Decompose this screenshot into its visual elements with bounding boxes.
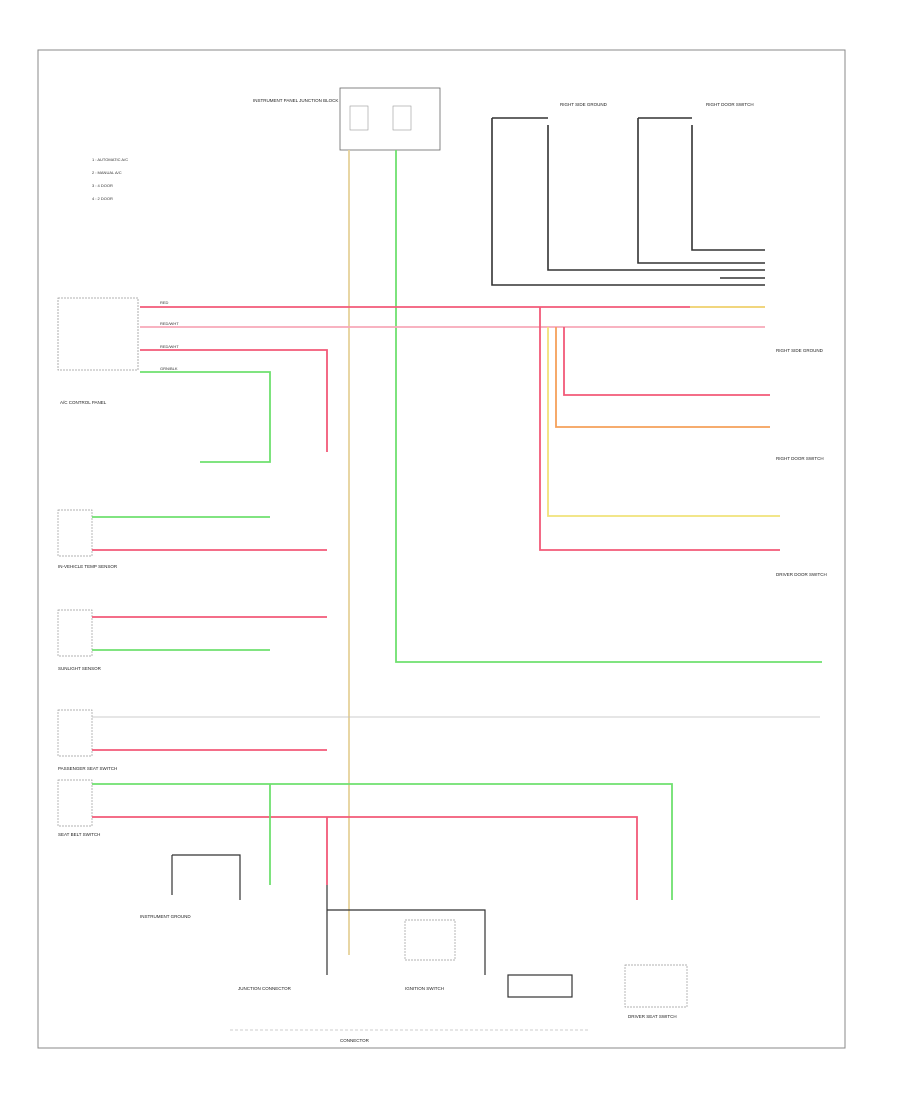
sensor-2-label: SUNLIGHT SENSOR: [58, 666, 102, 671]
sensor-2: SUNLIGHT SENSOR: [57, 609, 327, 671]
legend-item-3: 3 : 4 DOOR: [92, 183, 113, 188]
legend-item-2: 2 : MANUAL A/C: [92, 170, 122, 175]
bottom-section: [171, 854, 688, 1031]
wire-label-1: RED: [160, 300, 169, 305]
right-top-label-1: RIGHT SIDE GROUND: [560, 102, 608, 107]
right-side-label-3: DRIVER DOOR SWITCH: [776, 572, 827, 577]
right-top-label-2: RIGHT DOOR SWITCH: [706, 102, 754, 107]
diagram-frame: [37, 49, 846, 1049]
legend-item-4: 4 : 2 DOOR: [92, 196, 113, 201]
black-wire-bundle: [491, 117, 765, 286]
sensor-3-label: PASSENGER SEAT SWITCH: [58, 766, 117, 771]
sensor-4-label: SEAT BELT SWITCH: [58, 832, 100, 837]
sensor-1: IN-VEHICLE TEMP SENSOR: [57, 509, 327, 569]
fuse-box-label: INSTRUMENT PANEL JUNCTION BLOCK: [253, 98, 338, 103]
wire-label-4: GRN/BLK: [160, 366, 178, 371]
legend-item-1: 1 : AUTOMATIC A/C: [92, 157, 128, 162]
wire-label-2: RED/WHT: [160, 321, 179, 326]
sensor-4: SEAT BELT SWITCH: [57, 779, 673, 900]
green-trunk-wire: [395, 150, 822, 663]
ac-control-module: A/C CONTROL PANEL: [57, 297, 139, 405]
junction-connector-label: JUNCTION CONNECTOR: [238, 986, 292, 991]
right-side-label-2: RIGHT DOOR SWITCH: [776, 456, 824, 461]
ac-module-label: A/C CONTROL PANEL: [60, 400, 107, 405]
legend: 1 : AUTOMATIC A/C 2 : MANUAL A/C 3 : 4 D…: [92, 157, 128, 201]
right-branches: [539, 307, 780, 551]
fuse-2: [392, 105, 412, 131]
sensor-1-label: IN-VEHICLE TEMP SENSOR: [58, 564, 118, 569]
bottom-label-1: INSTRUMENT GROUND: [140, 914, 191, 919]
main-harness: [140, 306, 765, 463]
wire-label-3: RED/WHT: [160, 344, 179, 349]
right-side-label-1: RIGHT SIDE GROUND: [776, 348, 824, 353]
bottom-caption: CONNECTOR: [340, 1038, 370, 1043]
fuse-1: [349, 105, 369, 131]
fuse-box: INSTRUMENT PANEL JUNCTION BLOCK: [253, 87, 441, 151]
bottom-label-2: IGNITION SWITCH: [405, 986, 444, 991]
bottom-label-3: DRIVER SEAT SWITCH: [628, 1014, 677, 1019]
sensor-3: PASSENGER SEAT SWITCH: [57, 709, 820, 771]
